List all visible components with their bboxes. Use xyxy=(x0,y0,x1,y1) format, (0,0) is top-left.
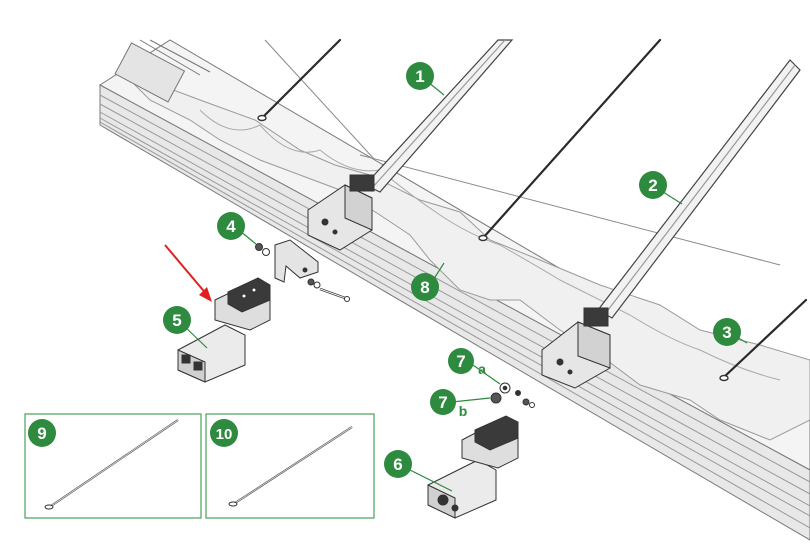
callout-circle xyxy=(28,419,56,447)
callout-sub-label: b xyxy=(459,403,468,419)
mounted-hinge-right xyxy=(541,307,611,389)
callout-6: 6 xyxy=(384,450,412,478)
callout-10: 10 xyxy=(210,419,238,447)
callout-circle xyxy=(430,389,456,415)
guide-wire-b xyxy=(359,154,781,266)
awning-profile xyxy=(99,39,810,541)
callout-circle xyxy=(217,212,245,240)
nut-icon xyxy=(255,243,263,251)
fabric-scallops xyxy=(199,109,781,381)
tension-rods xyxy=(260,38,808,379)
arm-bar-2 xyxy=(597,59,801,319)
callout-number: 9 xyxy=(37,424,46,443)
callout-number: 7 xyxy=(438,393,447,412)
bolt-icon xyxy=(319,287,350,302)
part-6-hinge-bracket xyxy=(427,415,519,519)
callout-number: 1 xyxy=(415,67,424,86)
callout-circle xyxy=(713,318,741,346)
callout-9: 9 xyxy=(28,419,56,447)
callout-number: 6 xyxy=(393,455,402,474)
callout-circle xyxy=(210,419,238,447)
callout-circle xyxy=(163,306,191,334)
fabric-sheet xyxy=(119,69,810,441)
callout-number: 2 xyxy=(648,176,657,195)
callout-circle xyxy=(411,273,439,301)
red-arrow-icon xyxy=(164,244,212,302)
part-7-washers xyxy=(490,382,535,408)
callout-5: 5 xyxy=(163,306,191,334)
rail-grooves xyxy=(99,94,810,529)
angle-bracket xyxy=(274,239,319,283)
callout-3: 3 xyxy=(713,318,741,346)
callout-number: 4 xyxy=(226,217,236,236)
rod-left xyxy=(260,38,342,120)
callout-sub-label: a xyxy=(478,361,486,377)
callout-8: 8 xyxy=(411,273,439,301)
callout-circle xyxy=(639,171,667,199)
callout-number: 5 xyxy=(172,311,181,330)
callout-circle xyxy=(448,348,474,374)
rod-right xyxy=(722,298,808,379)
arm-bar-1 xyxy=(364,39,514,193)
callout-circle xyxy=(406,62,434,90)
part-5-hinge-bracket xyxy=(177,277,271,383)
mounted-hinge-left xyxy=(307,174,375,251)
part-4-hardware xyxy=(255,239,350,302)
rod-middle xyxy=(481,38,662,240)
callout-number: 10 xyxy=(216,426,233,443)
callout-2: 2 xyxy=(639,171,667,199)
top-left-mount xyxy=(114,39,211,103)
callout-number: 7 xyxy=(456,352,465,371)
rod-ends xyxy=(257,114,729,382)
guide-wire-a xyxy=(264,39,376,161)
callout-number: 8 xyxy=(420,278,429,297)
callout-number: 3 xyxy=(722,323,731,342)
callout-4: 4 xyxy=(217,212,245,240)
callout-circle xyxy=(384,450,412,478)
spacer-icon xyxy=(490,392,502,404)
callout-1: 1 xyxy=(406,62,434,90)
